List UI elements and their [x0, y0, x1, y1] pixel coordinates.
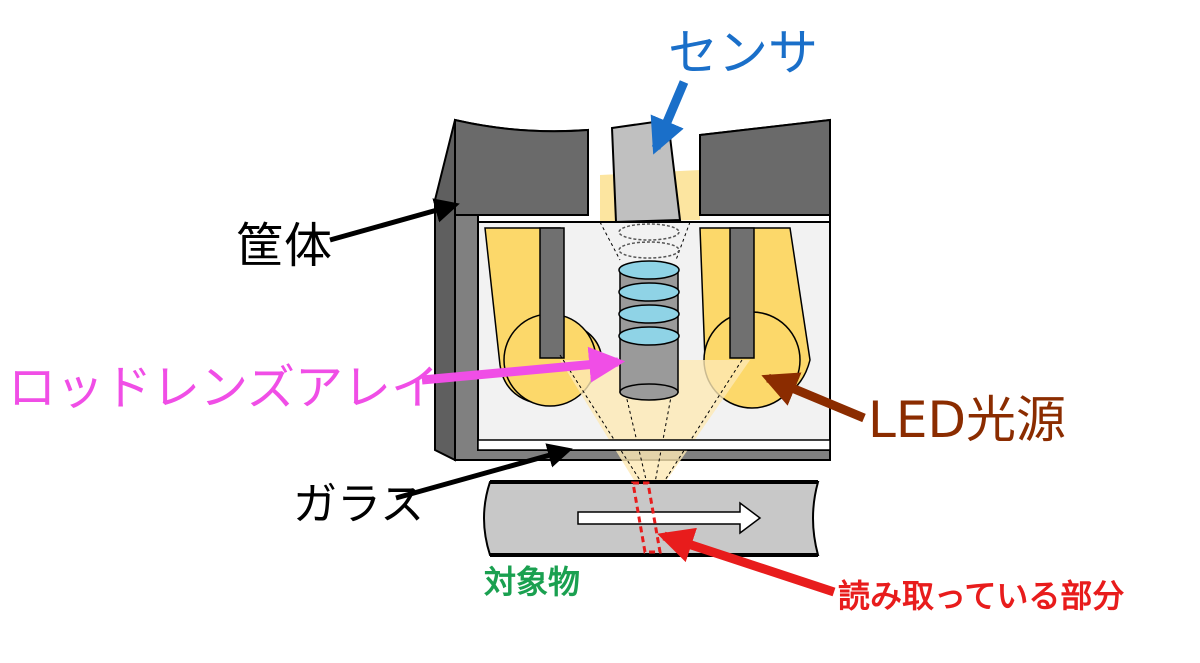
glass-arrow — [395, 443, 573, 501]
led-light-source-label: LED光源 — [868, 391, 1066, 449]
target-medium — [483, 480, 820, 557]
sensor-label: センサ — [668, 24, 818, 82]
sensor-bar — [610, 118, 682, 224]
led-arrow — [761, 372, 866, 423]
glass-label: ガラス — [293, 479, 425, 530]
rod-lens-array-label: ロッドレンズアレイ — [8, 360, 440, 416]
light-cone — [560, 360, 750, 490]
reading-part-label: 読み取っている部分 — [838, 577, 1125, 615]
housing-arrow — [329, 198, 460, 243]
rod-lens-array — [618, 223, 680, 401]
reading-part-arrow — [657, 527, 836, 597]
sensor-arrow — [650, 80, 689, 155]
housing-label: 筐体 — [236, 218, 333, 274]
rod-lens-arrow — [421, 346, 626, 385]
target-object-label: 対象物 — [484, 563, 581, 601]
glass-plate — [477, 439, 831, 451]
